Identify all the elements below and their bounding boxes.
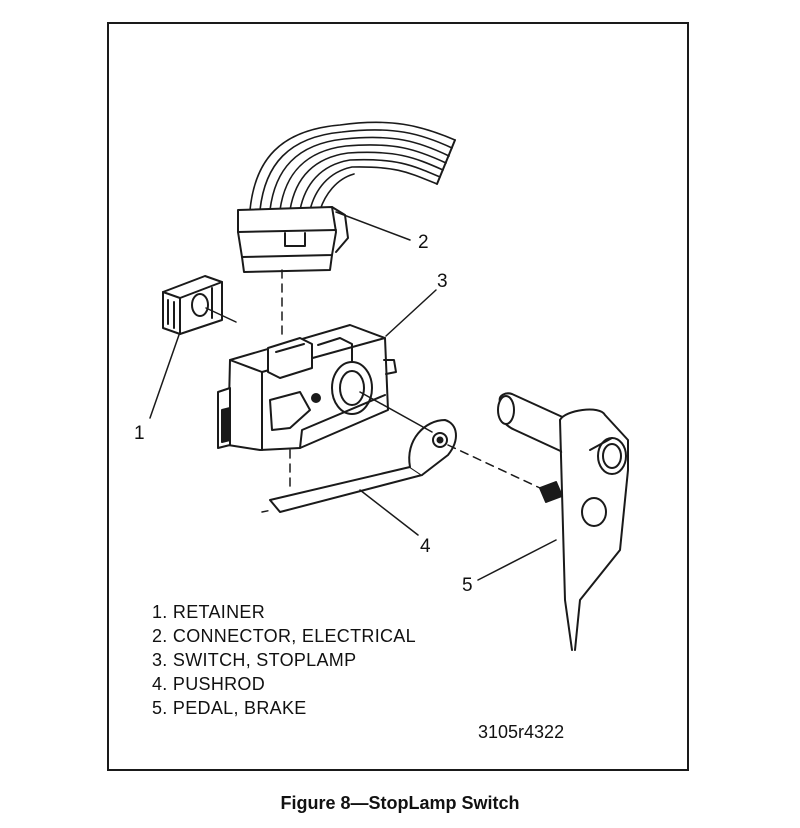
parts-legend: 1. RETAINER 2. CONNECTOR, ELECTRICAL 3. …	[152, 600, 416, 720]
pushrod	[269, 419, 457, 513]
pushrod-pedal-line	[447, 444, 541, 489]
legend-item-connector: 2. CONNECTOR, ELECTRICAL	[152, 626, 416, 646]
pushrod-switch-line	[359, 391, 433, 433]
legend-item-pushrod: 4. PUSHROD	[152, 674, 266, 694]
wire-harness	[249, 121, 456, 211]
callout-2: 2	[418, 232, 429, 253]
brake-pedal	[497, 392, 629, 651]
callout-4: 4	[420, 536, 431, 557]
electrical-connector	[237, 121, 456, 273]
legend-item-switch: 3. SWITCH, STOPLAMP	[152, 650, 357, 670]
callout-1: 1	[134, 423, 145, 444]
legend-item-pedal: 5. PEDAL, BRAKE	[152, 698, 307, 718]
retainer-alignment-line	[205, 307, 237, 323]
retainer-clip	[162, 275, 223, 335]
figure-frame	[107, 22, 689, 771]
legend-item-retainer: 1. RETAINER	[152, 602, 265, 622]
figure-caption: Figure 8—StopLamp Switch	[280, 793, 520, 813]
stoplamp-switch	[217, 324, 397, 451]
callout-3: 3	[437, 271, 448, 292]
figure-code: 3105r4322	[478, 722, 565, 742]
callout-5: 5	[462, 575, 473, 596]
leader-lines	[149, 211, 557, 581]
pushrod-alignment-line	[261, 509, 273, 513]
